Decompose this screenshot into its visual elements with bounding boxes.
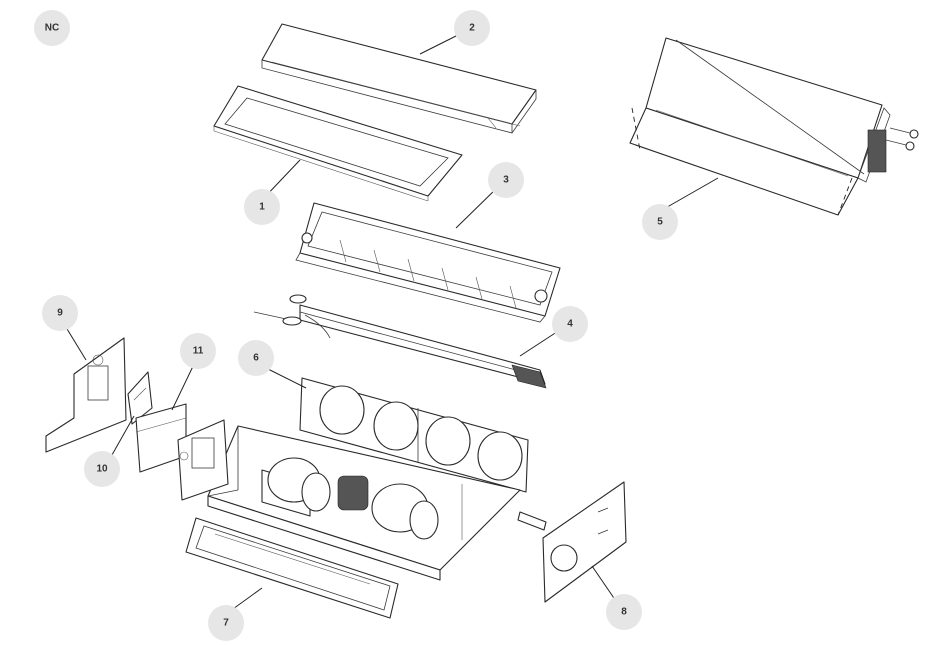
callout-2-label: 2: [469, 23, 475, 34]
callout-2: 2: [454, 10, 490, 46]
part-3-drain-pan: [295, 202, 561, 323]
callout-10: 10: [84, 451, 120, 487]
callout-11: 11: [180, 333, 216, 369]
callout-5: 5: [642, 204, 678, 240]
callout-4-label: 4: [567, 319, 573, 330]
nc-badge-label: NC: [45, 23, 59, 34]
nc-badge: NC: [34, 10, 70, 46]
callout-7: 7: [208, 605, 244, 641]
callout-11-label: 11: [193, 346, 204, 357]
callout-8: 8: [606, 594, 642, 630]
part-6-orifice-panel: [299, 377, 529, 493]
control-box: [177, 419, 229, 501]
part-5-evaporator-coil: [629, 37, 919, 216]
part-8-side-panel: [517, 481, 627, 603]
callout-6-label: 6: [253, 353, 259, 364]
callout-3-label: 3: [503, 175, 509, 186]
part-10-small-plate: [127, 371, 153, 425]
part-1-filter-frame: [213, 85, 463, 202]
part-4-pipe-element: [253, 294, 547, 389]
callout-8-label: 8: [621, 607, 627, 618]
callout-9: 9: [42, 295, 78, 331]
base-housing: [207, 425, 521, 581]
callout-7-label: 7: [223, 618, 229, 629]
callout-1: 1: [244, 189, 280, 225]
callout-10-label: 10: [96, 464, 108, 475]
callout-9-label: 9: [57, 308, 63, 319]
part-7-front-frame: [185, 517, 399, 619]
part-2-top-cover: [261, 23, 537, 134]
callout-5-label: 5: [657, 217, 663, 228]
part-9-side-bracket: [45, 337, 127, 453]
callout-3: 3: [488, 162, 524, 198]
callout-1-label: 1: [259, 202, 265, 213]
callout-6: 6: [238, 340, 274, 376]
callout-4: 4: [552, 306, 588, 342]
nc-badge-circle: [34, 10, 70, 46]
